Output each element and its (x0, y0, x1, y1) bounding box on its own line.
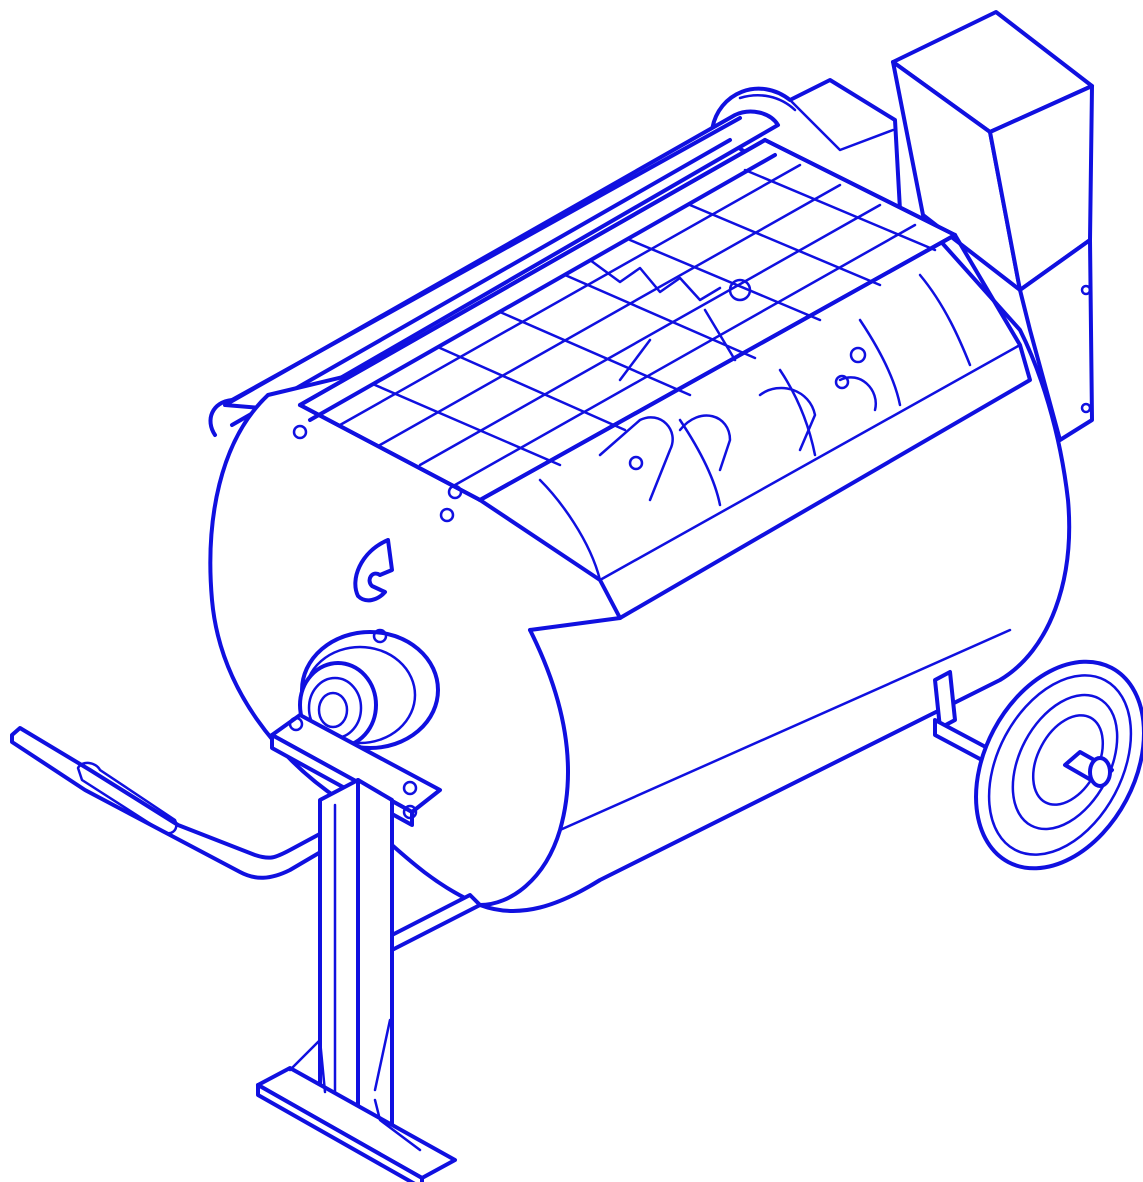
drum-opening-rim (478, 233, 1032, 620)
mixing-paddles (588, 258, 878, 502)
motor-housing (891, 10, 1094, 442)
safety-grate (292, 138, 957, 523)
top-frame-rail (208, 109, 780, 437)
front-support-leg (256, 778, 482, 1182)
wheel-assembly (933, 659, 1143, 871)
